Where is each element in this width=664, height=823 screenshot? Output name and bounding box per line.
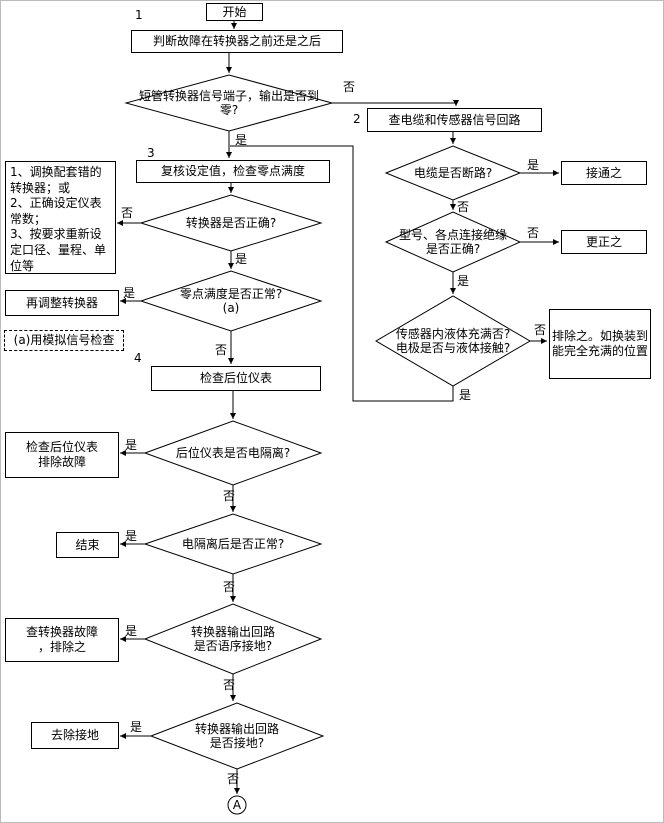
branch-no-d5: 否 (121, 206, 134, 220)
branch-no-d2: 否 (457, 200, 470, 214)
decision-shape-after-isolation (143, 513, 323, 575)
decision-output-grounded-label: 转换器输出回路 是否接地? (194, 721, 279, 750)
branch-no-d4: 否 (534, 323, 547, 337)
connector-a-label: A (232, 797, 242, 812)
decision-rear-isolated-label: 后位仪表是否电隔离? (175, 445, 291, 460)
decision-model-insulation-label: 型号、各点连接绝缘是否正确? (398, 227, 507, 256)
branch-yes-d7: 是 (125, 438, 138, 452)
check-rear-fix-node: 检查后位仪表 排除故障 (5, 432, 119, 478)
connector-a-circle (227, 795, 247, 815)
branch-no-d1: 否 (343, 80, 356, 94)
branch-no-d9: 否 (223, 678, 236, 692)
correct-it-node: 更正之 (561, 230, 647, 254)
start-node: 开始 (206, 3, 263, 21)
branch-no-d6: 否 (215, 343, 228, 357)
judge-node: 判断故障在转换器之前还是之后 (131, 30, 343, 53)
decision-shape-zero-span (139, 270, 323, 332)
branch-yes-d5: 是 (235, 252, 248, 266)
decision-cable-open-label: 电缆是否断路? (413, 165, 493, 180)
find-fault-node: 查转换器故障 ，排除之 (5, 618, 119, 662)
branch-yes-d8: 是 (125, 529, 138, 543)
decision-converter-correct-label: 转换器是否正确? (185, 215, 277, 230)
decision-zero-span-label: 零点满度是否正常? (a) (179, 286, 283, 315)
decision-shape-converter-correct (139, 194, 323, 252)
branch-no-d7: 否 (223, 489, 236, 503)
remove-ground-node: 去除接地 (31, 722, 119, 749)
branch-no-d10: 否 (227, 772, 240, 786)
branch-yes-d2: 是 (527, 158, 540, 172)
branch-no-d3: 否 (527, 226, 540, 240)
decision-shape-output-grounded (149, 702, 325, 770)
remedy-list-node: 1、调换配套错的转换器；或 2、正确设定仪表常数； 3、按要求重新设定口径、量程… (5, 161, 116, 274)
decision-shape-rear-isolated (143, 420, 323, 486)
branch-yes-d3: 是 (457, 274, 470, 288)
branch-yes-d9: 是 (125, 624, 138, 638)
branch-yes-d10: 是 (130, 720, 143, 734)
connect-it-node: 接通之 (561, 161, 647, 185)
decision-after-isolation-label: 电隔离后是否正常? (181, 536, 285, 551)
step-label-3: 3 (147, 146, 155, 160)
step-label-1: 1 (135, 8, 143, 22)
edge-d4-return-to-recheck (230, 145, 454, 402)
branch-no-d8: 否 (223, 580, 236, 594)
branch-yes-d6: 是 (123, 286, 136, 300)
step-label-2: 2 (353, 112, 361, 126)
branch-yes-d1: 是 (235, 133, 248, 147)
recheck-settings-node: 复核设定值，检查零点满度 (136, 160, 330, 183)
eliminate-it-node: 排除之。如换装到能完全充满的位置 (549, 309, 651, 379)
readjust-converter-node: 再调整转换器 (5, 290, 119, 316)
decision-sensor-liquid-label: 传感器内液体充满否?电极是否与液体接触? (395, 326, 511, 355)
check-rear-instrument-node: 检查后位仪表 (151, 366, 321, 391)
end-node: 结束 (56, 532, 119, 558)
decision-signal-zero-label: 短管转换器信号端子，输出是否到零? (139, 88, 320, 117)
decision-shape-output-grounded-order (143, 603, 323, 675)
note-a-node: (a)用模拟信号检查 (4, 330, 124, 351)
branch-yes-d4: 是 (459, 388, 472, 402)
step-label-4: 4 (134, 351, 142, 365)
decision-output-grounded-order-label: 转换器输出回路 是否语序接地? (190, 624, 275, 653)
edge-d1-checkcable (332, 100, 459, 106)
check-cable-node: 查电缆和传感器信号回路 (367, 108, 542, 132)
